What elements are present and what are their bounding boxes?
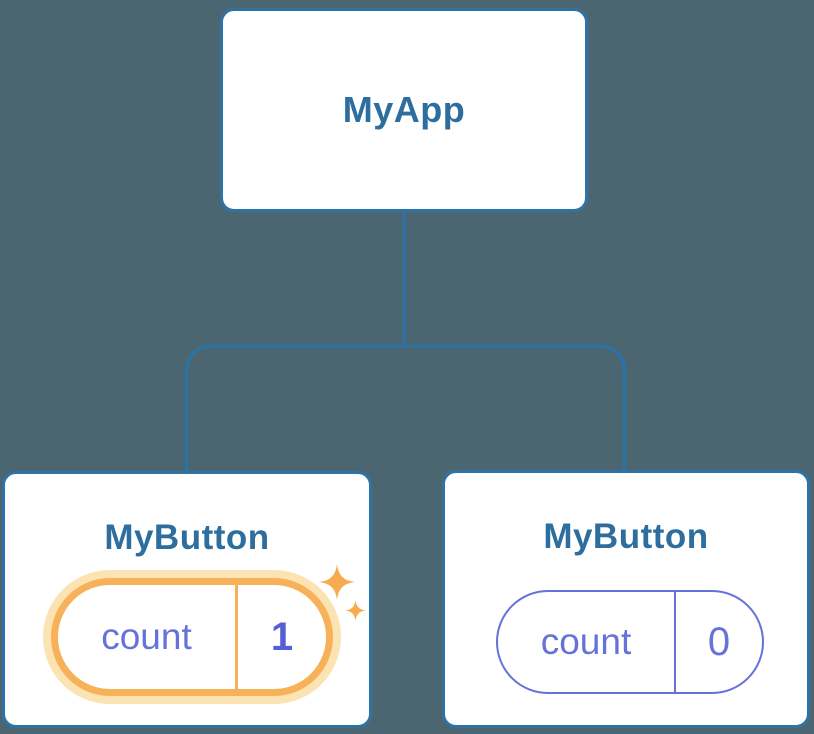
state-value: 0 [707, 619, 731, 664]
sparkle-icon [345, 600, 366, 621]
sparkle-icon [319, 564, 355, 600]
node-myapp-label: MyApp [342, 89, 466, 130]
state-pill-plain: count 0 [496, 590, 764, 694]
pill-divider [235, 585, 238, 689]
state-key-label: count [101, 616, 192, 657]
node-mybutton-label: MyButton [543, 517, 709, 556]
state-key-label: count [540, 621, 632, 662]
node-mybutton-label: MyButton [104, 518, 270, 557]
pill-divider [674, 592, 676, 692]
node-mybutton-highlighted: MyButton count 1 [2, 471, 372, 728]
node-myapp: MyApp [220, 8, 588, 212]
state-pill-highlighted: count 1 [51, 578, 333, 696]
state-value: 1 [270, 614, 294, 659]
node-mybutton-plain: MyButton count 0 [442, 470, 810, 728]
connector-branch [184, 344, 627, 472]
